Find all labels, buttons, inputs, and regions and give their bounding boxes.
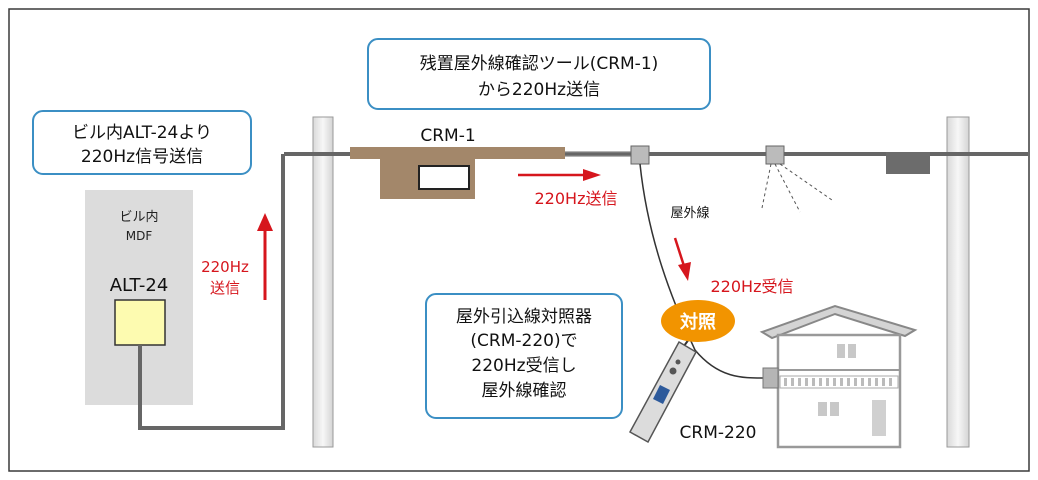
callout-crm1-tool-line1: 残置屋外線確認ツール(CRM-1) bbox=[420, 54, 659, 74]
right-utility-pole bbox=[946, 116, 970, 448]
callout-crm220-tool-line1: 屋外引込線対照器 bbox=[456, 307, 592, 327]
callout-building-alt24-line1: ビル内ALT-24より bbox=[72, 123, 212, 143]
callout-building-alt24: ビル内ALT-24より 220Hz信号送信 bbox=[32, 110, 252, 175]
taisho-badge-label: 対照 bbox=[679, 311, 716, 333]
junction-box-2 bbox=[765, 145, 785, 165]
crm1-display bbox=[418, 165, 470, 190]
callout-crm1-tool-line2: から220Hz送信 bbox=[478, 80, 600, 100]
crm1-label: CRM-1 bbox=[420, 126, 475, 146]
drop-wires bbox=[761, 163, 833, 213]
vertical-send-label-line1: 220Hz bbox=[201, 258, 249, 276]
cable-terminal-box bbox=[886, 152, 930, 174]
house-illustration bbox=[759, 304, 918, 449]
mdf-label-line1: ビル内 bbox=[119, 209, 158, 225]
vertical-send-label-line2: 送信 bbox=[210, 279, 240, 297]
crm220-pen bbox=[628, 327, 698, 444]
receive-arrow-head bbox=[678, 262, 691, 281]
alt24-cable bbox=[138, 154, 285, 430]
callout-crm220-tool-line3: 220Hz受信し bbox=[471, 356, 576, 376]
outdoor-line-label: 屋外線 bbox=[670, 205, 709, 221]
callout-crm220-tool-line4: 屋外線確認 bbox=[482, 381, 567, 401]
callout-crm1-tool: 残置屋外線確認ツール(CRM-1) から220Hz送信 bbox=[367, 38, 711, 110]
callout-building-alt24-line2: 220Hz信号送信 bbox=[81, 147, 203, 167]
crm1-send-label: 220Hz送信 bbox=[535, 189, 618, 208]
left-utility-pole bbox=[312, 116, 334, 448]
junction-box-1 bbox=[630, 145, 650, 165]
alt24-label: ALT-24 bbox=[110, 275, 169, 296]
receive-label: 220Hz受信 bbox=[711, 277, 794, 296]
alt24-unit bbox=[114, 299, 166, 346]
taisho-badge bbox=[661, 300, 735, 342]
vertical-send-arrow-head bbox=[257, 213, 273, 231]
callout-crm220-tool-line2: (CRM-220)で bbox=[470, 331, 577, 351]
crm220-label: CRM-220 bbox=[680, 423, 757, 443]
callout-crm220-tool: 屋外引込線対照器 (CRM-220)で 220Hz受信し 屋外線確認 bbox=[425, 293, 623, 419]
mdf-label-line2: MDF bbox=[126, 229, 153, 243]
receive-arrow bbox=[673, 237, 686, 267]
crm1-send-arrow-head bbox=[583, 169, 601, 181]
